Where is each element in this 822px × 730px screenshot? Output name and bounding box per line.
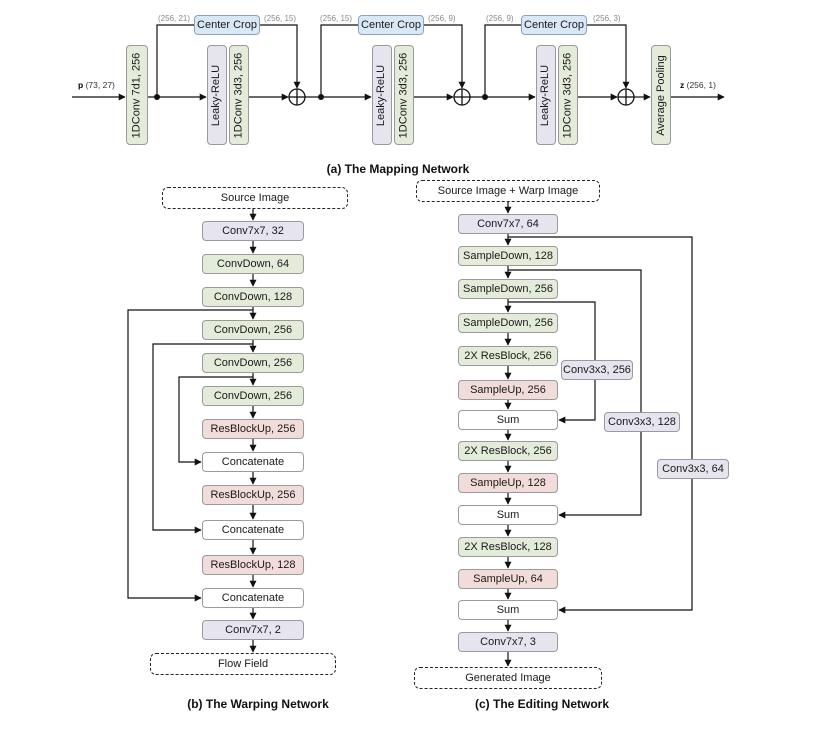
block2-leaky-relu: Leaky-ReLU (372, 45, 392, 145)
connector-10 (484, 24, 521, 97)
connector-7 (424, 24, 466, 89)
block2-dim-out: (256, 9) (428, 14, 456, 23)
connector-49 (508, 269, 642, 412)
junction-dot (154, 94, 160, 100)
editing-conv7x7-64: Conv7x7, 64 (458, 214, 558, 234)
editing-sum-3: Sum (458, 600, 558, 620)
block1-dim-out: (256, 15) (264, 14, 297, 23)
editing-conv7x7-3: Conv7x7, 3 (458, 632, 558, 652)
mapping-first-conv: 1DConv 7d1, 256 (126, 45, 148, 145)
warping-concatenate-1: Concatenate (202, 452, 304, 472)
editing-sum-1: Sum (458, 410, 558, 430)
connector-47 (508, 301, 596, 360)
connector-6 (320, 24, 358, 97)
junction-dot (318, 94, 324, 100)
connector-2 (156, 24, 194, 97)
warping-convdown-256-c: ConvDown, 256 (202, 386, 304, 406)
connector-30 (152, 343, 253, 534)
block2-conv: 1DConv 3d3, 256 (394, 45, 414, 145)
editing-sampledown-256-b: SampleDown, 256 (458, 313, 558, 333)
mapping-output-label: z (256, 1) (680, 80, 716, 90)
editing-resblock-256-a: 2X ResBlock, 256 (458, 346, 558, 366)
warping-resblockup-256-a: ResBlockUp, 256 (202, 419, 304, 439)
editing-generated-image: Generated Image (414, 667, 602, 689)
mapping-caption: (a) The Mapping Network (326, 162, 470, 176)
mapping-average-pooling: Average Pooling (651, 45, 671, 145)
warping-flow-field: Flow Field (150, 653, 336, 675)
editing-caption: (c) The Editing Network (474, 697, 610, 711)
add-node-icon (617, 88, 635, 106)
editing-input-images: Source Image + Warp Image (416, 180, 600, 202)
mapping-input-label: p (73, 27) (78, 80, 115, 90)
block3-dim-out: (256, 3) (593, 14, 621, 23)
add-node-icon (288, 88, 306, 106)
warping-source-image: Source Image (162, 187, 348, 209)
warping-convdown-256-a: ConvDown, 256 (202, 320, 304, 340)
connector-48 (558, 380, 596, 424)
editing-sampledown-128: SampleDown, 128 (458, 246, 558, 266)
editing-resblock-128: 2X ResBlock, 128 (458, 537, 558, 557)
warping-resblockup-256-b: ResBlockUp, 256 (202, 485, 304, 505)
block1-leaky-relu: Leaky-ReLU (207, 45, 227, 145)
warping-concatenate-2: Concatenate (202, 520, 304, 540)
warping-conv7x7-2: Conv7x7, 2 (202, 620, 304, 640)
block2-center-crop: Center Crop (358, 15, 424, 35)
connector-51 (508, 236, 693, 459)
block3-center-crop: Center Crop (521, 15, 587, 35)
block3-dim-in: (256, 9) (486, 14, 514, 23)
add-node-icon (453, 88, 471, 106)
warping-convdown-64: ConvDown, 64 (202, 254, 304, 274)
junction-dot (482, 94, 488, 100)
connector-31 (178, 376, 253, 466)
editing-sampledown-256-a: SampleDown, 256 (458, 279, 558, 299)
editing-skip-conv3x3-64: Conv3x3, 64 (657, 459, 729, 479)
editing-skip-conv3x3-128: Conv3x3, 128 (604, 412, 680, 432)
block2-dim-in: (256, 15) (320, 14, 353, 23)
warping-resblockup-128: ResBlockUp, 128 (202, 555, 304, 575)
editing-sampleup-256: SampleUp, 256 (458, 380, 558, 400)
connector-29 (127, 309, 253, 602)
warping-concatenate-3: Concatenate (202, 588, 304, 608)
warping-convdown-128: ConvDown, 128 (202, 287, 304, 307)
editing-sum-2: Sum (458, 505, 558, 525)
connector-52 (558, 479, 693, 614)
block3-leaky-relu: Leaky-ReLU (536, 45, 556, 145)
connector-50 (558, 432, 642, 519)
warping-convdown-256-b: ConvDown, 256 (202, 353, 304, 373)
connector-11 (587, 24, 630, 89)
editing-skip-conv3x3-256: Conv3x3, 256 (561, 360, 633, 380)
warping-caption: (b) The Warping Network (187, 697, 329, 711)
block1-dim-in: (256, 21) (158, 14, 191, 23)
connector-3 (260, 24, 301, 89)
warping-conv7x7-32: Conv7x7, 32 (202, 221, 304, 241)
block3-conv: 1DConv 3d3, 256 (558, 45, 578, 145)
block1-center-crop: Center Crop (194, 15, 260, 35)
editing-sampleup-64: SampleUp, 64 (458, 569, 558, 589)
editing-sampleup-128: SampleUp, 128 (458, 473, 558, 493)
editing-resblock-256-b: 2X ResBlock, 256 (458, 441, 558, 461)
block1-conv: 1DConv 3d3, 256 (229, 45, 249, 145)
